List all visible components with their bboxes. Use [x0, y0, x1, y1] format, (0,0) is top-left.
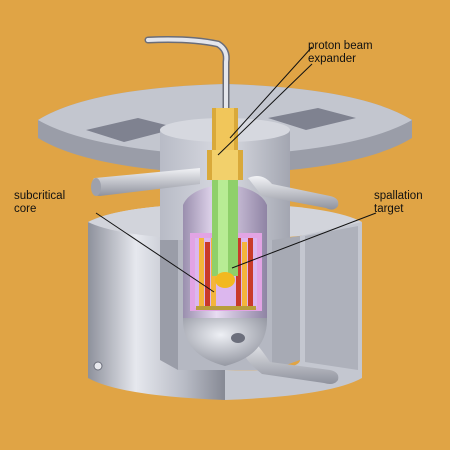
label-line: spallation	[374, 190, 423, 202]
label-subcritical-core: subcritical core	[14, 190, 65, 216]
top-plate-slot-right	[268, 108, 356, 130]
beam-line	[144, 36, 243, 288]
label-line: subcritical	[14, 190, 66, 202]
label-line: core	[14, 203, 37, 215]
vessel-outlet-icon	[231, 333, 245, 343]
leader-lines	[95, 46, 377, 293]
label-line: target	[374, 203, 404, 215]
label-line: proton beam	[308, 40, 373, 52]
label-spallation-target: spallation target	[374, 190, 423, 216]
top-plate-slot-left	[86, 118, 178, 142]
coolant-pipes	[91, 168, 339, 384]
target-icon	[215, 272, 235, 288]
label-line: expander	[308, 53, 356, 65]
port-icon	[93, 361, 103, 371]
label-proton-beam-expander: proton beam expander	[308, 40, 373, 66]
